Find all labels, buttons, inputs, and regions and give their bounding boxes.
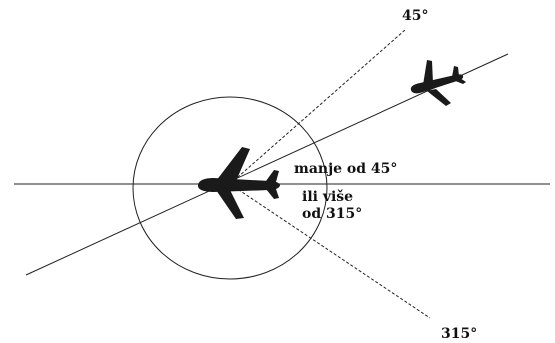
line-45-degrees <box>229 29 406 185</box>
label-315-degrees: 315° <box>441 326 477 342</box>
aircraft-small-icon <box>410 60 466 106</box>
label-less-than-45: manje od 45° <box>294 161 397 177</box>
label-or-more-line2: od 315° <box>302 206 362 222</box>
aircraft-large-icon <box>198 147 280 219</box>
reference-circle <box>132 96 328 280</box>
line-315-degrees <box>229 183 431 319</box>
label-45-degrees: 45° <box>402 8 428 24</box>
label-or-more-line1: ili više <box>302 189 353 205</box>
flight-path-line <box>25 53 509 276</box>
